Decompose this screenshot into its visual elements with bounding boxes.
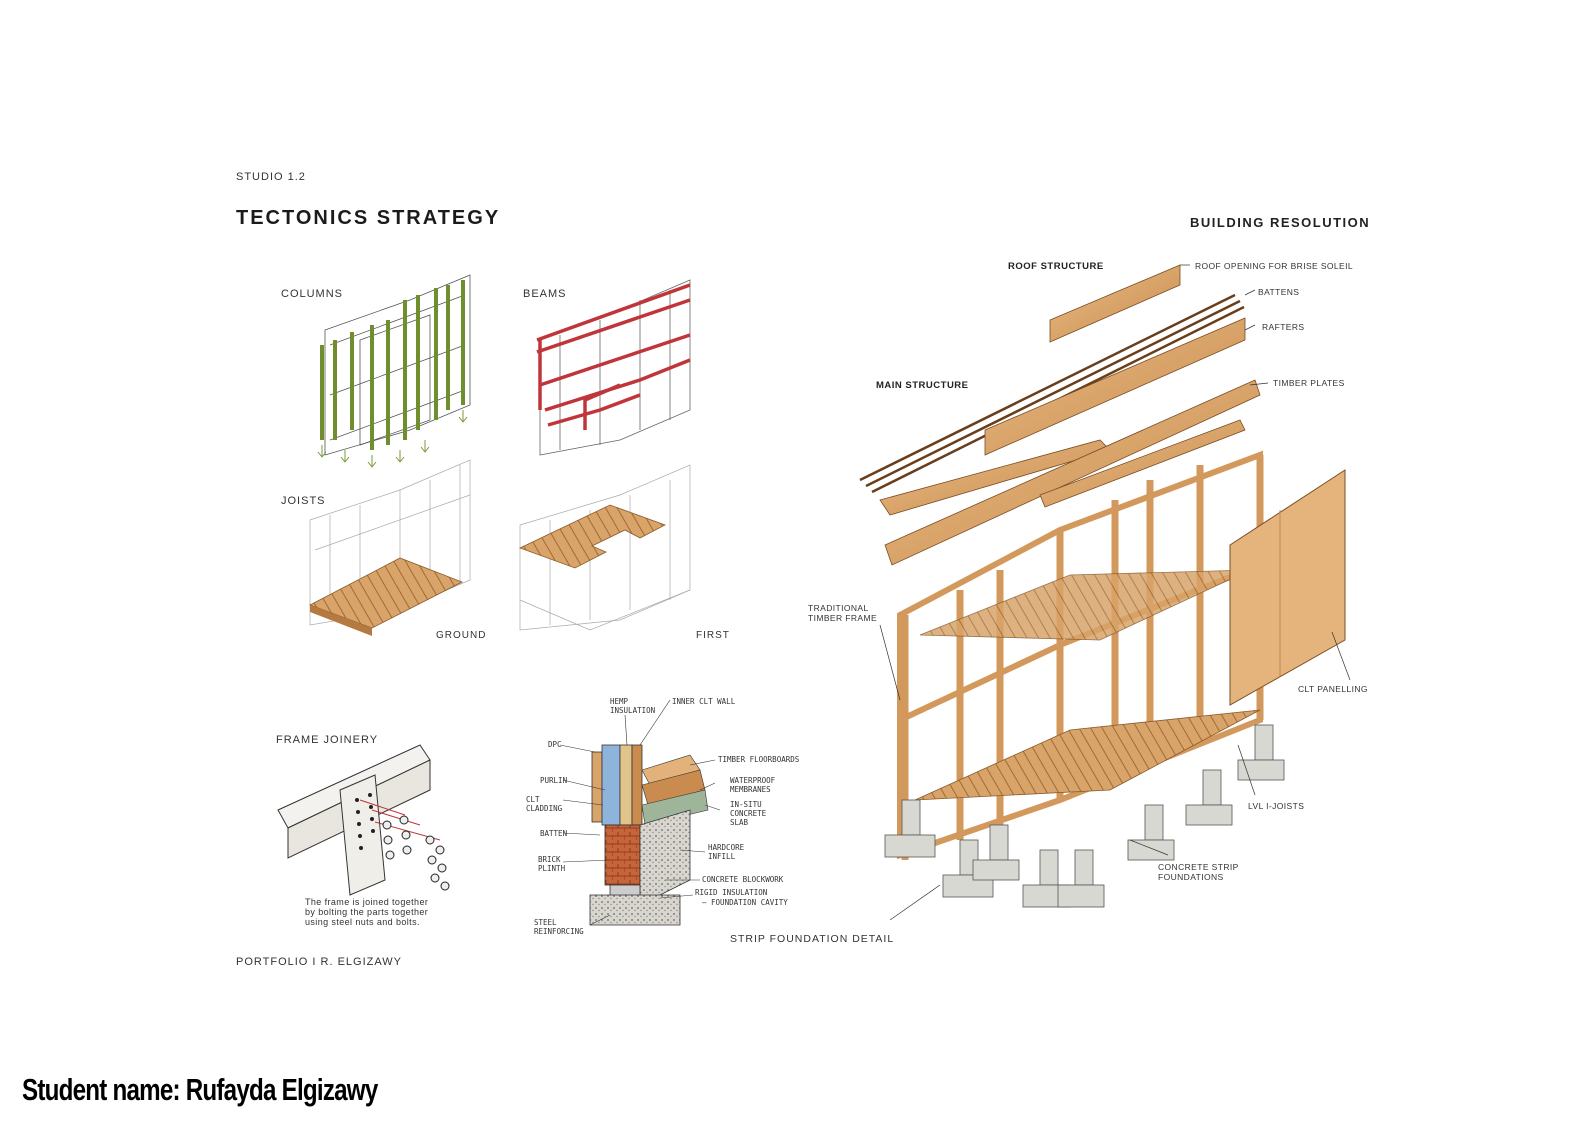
lvl-i-joists-label: LVL I-JOISTS [1248, 801, 1305, 811]
strip-foundation-detail-label: STRIP FOUNDATION DETAIL [730, 933, 895, 945]
timber-floorboards-label: TIMBER FLOORBOARDS [718, 755, 800, 764]
dpc-label: DPC [548, 740, 562, 749]
waterproof-membranes-label: WATERPROOF MEMBRANES [730, 776, 776, 794]
columns-label: COLUMNS [281, 288, 344, 300]
joinery-note: The frame is joined together by bolting … [305, 897, 429, 927]
exploded-axonometric [859, 264, 1351, 921]
student-name: Student name: Rufayda Elgizawy [22, 1072, 378, 1107]
joists-label: JOISTS [281, 495, 326, 507]
hemp-insulation-label: HEMP INSULATION [610, 697, 656, 715]
clt-panelling-label: CLT PANELLING [1298, 684, 1368, 694]
first-label: FIRST [696, 630, 730, 641]
hardcore-infill-label: HARDCORE INFILL [708, 843, 745, 861]
battens-label: BATTENS [1258, 287, 1300, 297]
inner-clt-wall-label: INNER CLT WALL [672, 697, 736, 706]
rafters-label: RAFTERS [1262, 322, 1305, 332]
roof-structure-label: ROOF STRUCTURE [1008, 261, 1104, 272]
frame-joinery-label: FRAME JOINERY [276, 734, 379, 746]
purlin-label: PURLIN [540, 776, 568, 785]
concrete-strip-foundations-label: CONCRETE STRIP FOUNDATIONS [1158, 862, 1239, 882]
beams-label: BEAMS [523, 288, 567, 300]
joists-ground-diagram [309, 459, 471, 636]
page-title: TECTONICS STRATEGY [236, 207, 501, 229]
clt-cladding-label: CLT CLADDING [526, 795, 563, 813]
steel-reinforcing-label: STEEL REINFORCING [534, 918, 584, 936]
building-resolution-title: BUILDING RESOLUTION [1190, 215, 1371, 230]
brick-plinth-label: BRICK PLINTH [538, 855, 566, 873]
foundation-cavity-label: – FOUNDATION CAVITY [702, 898, 788, 907]
traditional-timber-frame-label: TRADITIONAL TIMBER FRAME [808, 603, 878, 623]
concrete-blockwork-label: CONCRETE BLOCKWORK [702, 875, 784, 884]
main-structure-label: MAIN STRUCTURE [876, 380, 969, 391]
ground-label: GROUND [436, 630, 487, 641]
rigid-insulation-label: RIGID INSULATION [695, 888, 768, 897]
studio-label: STUDIO 1.2 [236, 171, 306, 183]
timber-plates-label: TIMBER PLATES [1273, 378, 1345, 388]
joists-first-diagram [518, 464, 691, 631]
roof-opening-label: ROOF OPENING FOR BRISE SOLEIL [1195, 261, 1354, 271]
columns-diagram [317, 274, 471, 468]
beams-diagram [536, 279, 691, 456]
frame-joinery-diagram [277, 744, 450, 896]
portfolio-footer: PORTFOLIO I R. ELGIZAWY [236, 956, 403, 968]
wall-section-diagram [559, 699, 721, 926]
in-situ-concrete-slab-label: IN-SITU CONCRETE SLAB [730, 800, 767, 827]
batten-label: BATTEN [540, 829, 568, 838]
